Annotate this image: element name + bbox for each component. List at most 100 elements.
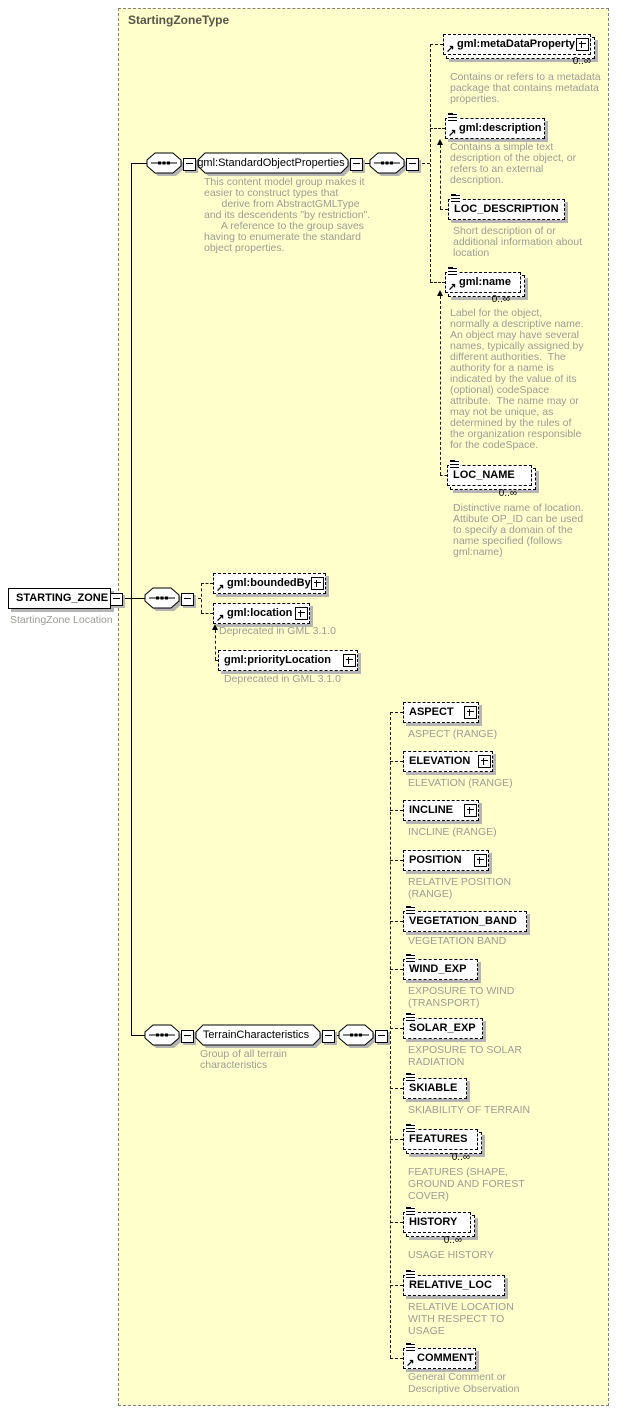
element-loc-name[interactable]: LOC_NAME [447,460,536,490]
group-annotation: Group of all terrain characteristics [200,1048,287,1071]
element-comment[interactable]: ↗ COMMENT [403,1343,476,1369]
connector-line-dashed [201,583,213,584]
connector-line-dashed [430,44,443,45]
element-features[interactable]: FEATURES [403,1124,482,1154]
collapse-minus-button[interactable] [350,158,363,171]
connector-line [361,163,371,164]
element-label: WIND_EXP [409,963,467,975]
group-annotation: This content model group makes it easier… [204,176,371,254]
connector-line-dashed [390,860,403,861]
element-box [403,1275,505,1296]
connector-line-dashed [390,761,403,762]
sequence-compositor-icon[interactable] [145,151,185,184]
text-content-icon [447,113,458,122]
connector-trunk [131,163,132,1035]
element-label: SOLAR_EXP [409,1022,476,1034]
collapse-minus-button[interactable] [375,1030,388,1043]
element-caption: ELEVATION (RANGE) [408,777,513,789]
element-gml-description[interactable]: ↗ gml:description [445,113,545,139]
element-skiable[interactable]: SKIABLE [403,1073,467,1099]
connector-line-dashed [390,712,403,713]
element-box [403,1018,483,1039]
element-history[interactable]: HISTORY [403,1207,475,1237]
connector-line-dashed [390,1028,403,1029]
complextype-title: StartingZoneType [128,13,230,27]
expand-plus-button[interactable] [474,854,487,867]
element-gml-boundedby[interactable]: ↗ gml:boundedBy [213,573,326,594]
collapse-minus-button[interactable] [181,1030,194,1043]
element-wind-exp[interactable]: WIND_EXP [403,954,478,980]
expand-plus-button[interactable] [576,38,589,51]
group-standard-object-properties[interactable]: gml:StandardObjectProperties [196,152,352,183]
collapse-minus-button[interactable] [110,593,123,606]
element-box [403,1348,476,1369]
element-label: LOC_NAME [453,469,515,481]
element-box [403,1129,478,1150]
text-content-icon [450,194,461,203]
element-elevation[interactable]: ELEVATION [403,751,493,772]
element-aspect[interactable]: ASPECT [403,702,479,723]
element-box [403,702,479,723]
element-label: COMMENT [417,1352,474,1364]
substitution-line [440,145,441,209]
element-position[interactable]: POSITION [403,850,489,871]
collapse-minus-button[interactable] [406,158,419,171]
child-trunk-dashed [430,44,431,282]
connector-line-dashed [430,282,445,283]
substitution-arrow [212,624,218,630]
element-box [403,959,478,980]
sequence-compositor-icon[interactable] [143,586,183,619]
expand-plus-button[interactable] [311,577,324,590]
child-trunk-dashed [390,712,391,1358]
substitution-line [440,296,441,475]
element-label: FEATURES [409,1133,468,1145]
element-label: LOC_DESCRIPTION [454,203,559,215]
connector-line-dashed [201,613,213,614]
element-loc-description[interactable]: LOC_DESCRIPTION [448,194,565,220]
element-gml-prioritylocation[interactable]: gml:priorityLocation [218,650,358,671]
connector-line-dashed [386,1035,390,1036]
element-caption: EXPOSURE TO WIND (TRANSPORT) [408,985,515,1009]
occurrence-label: 0..∞ [451,1152,470,1163]
element-caption: VEGETATION BAND [408,935,507,947]
text-content-icon [405,1013,416,1022]
element-solar-exp[interactable]: SOLAR_EXP [403,1013,483,1039]
reference-arrow-icon: ↗ [216,613,225,624]
element-annotation: Short description of or additional infor… [453,225,583,259]
element-caption: USAGE HISTORY [408,1249,494,1261]
occurrence-label: 0..∞ [498,488,517,499]
element-vegetation-band[interactable]: VEGETATION_BAND [403,906,527,932]
connector-line-dashed [192,598,201,599]
expand-plus-button[interactable] [464,804,477,817]
group-terrain-characteristics[interactable]: TerrainCharacteristics [194,1024,324,1055]
sequence-compositor-icon[interactable] [368,151,408,184]
reference-arrow-icon: ↗ [448,128,457,139]
element-label: gml:metaDataProperty [457,38,575,50]
text-content-icon [405,954,416,963]
element-incline[interactable]: INCLINE [403,800,479,821]
connector-line-dashed [390,1088,403,1089]
element-gml-metadataproperty[interactable]: ↗ gml:metaDataProperty [443,34,595,59]
element-gml-name[interactable]: ↗ gml:name [445,267,525,297]
substitution-arrow [437,290,443,296]
element-annotation: Contains a simple text description of th… [450,141,577,186]
expand-plus-button[interactable] [343,654,356,667]
expand-plus-button[interactable] [295,607,308,620]
connector-line [194,163,199,164]
collapse-minus-button[interactable] [181,593,194,606]
expand-plus-button[interactable] [464,706,477,719]
element-relative-loc[interactable]: RELATIVE_LOC [403,1270,505,1296]
element-starting-zone[interactable]: STARTING_ZONE [8,588,111,609]
collapse-minus-button[interactable] [322,1030,335,1043]
sequence-compositor-icon[interactable] [337,1023,377,1056]
substitution-line [215,660,218,661]
element-label: HISTORY [409,1216,458,1228]
sequence-compositor-icon[interactable] [143,1023,183,1056]
element-annotation: Deprecated in GML 3.1.0 [224,673,341,685]
substitution-arrow [437,139,443,145]
expand-plus-button[interactable] [478,755,491,768]
collapse-minus-button[interactable] [183,158,196,171]
text-content-icon [405,1270,416,1279]
element-gml-location[interactable]: ↗ gml:location [213,603,310,624]
connector-line-dashed [390,810,403,811]
